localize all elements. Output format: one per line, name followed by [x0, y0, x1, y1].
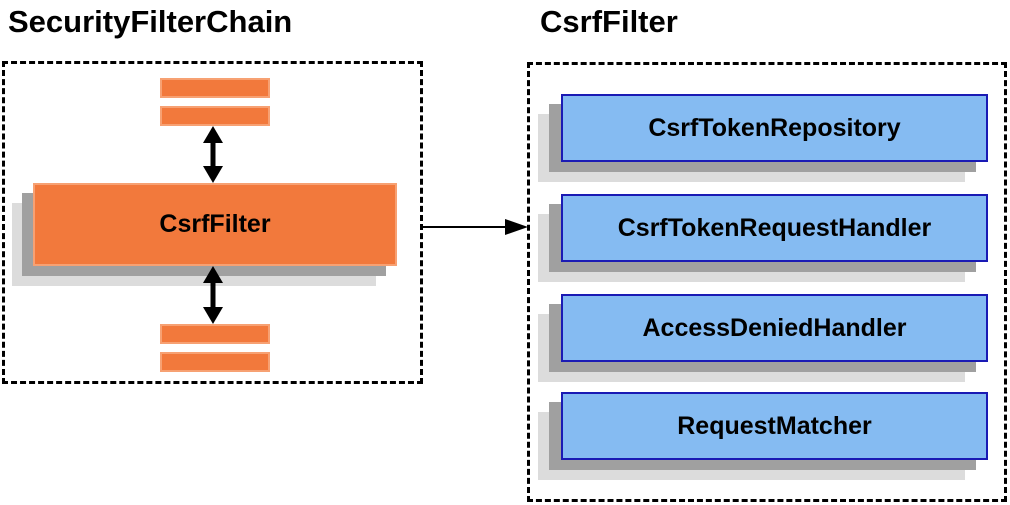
security-filter-chain-title: SecurityFilterChain — [8, 4, 293, 39]
filter-placeholder-bar — [160, 324, 270, 344]
filter-placeholder-bar — [160, 106, 270, 126]
csrf-filter-node-label: CsrfFilter — [159, 210, 271, 238]
component-label: CsrfTokenRequestHandler — [617, 213, 932, 242]
filter-placeholder-bar — [160, 352, 270, 372]
csrf-filter-node: CsrfFilter — [33, 183, 397, 266]
flow-arrow-icon — [423, 219, 528, 235]
component-box-access-denied-handler: AccessDeniedHandler — [561, 294, 988, 362]
double-arrow-icon — [203, 126, 223, 183]
component-label: RequestMatcher — [677, 411, 872, 440]
component-label: AccessDeniedHandler — [642, 313, 907, 342]
component-box-csrf-token-request-handler: CsrfTokenRequestHandler — [561, 194, 988, 262]
csrf-filter-container: CsrfTokenRepository CsrfTokenRequestHand… — [527, 62, 1007, 502]
filter-placeholder-bar — [160, 78, 270, 98]
component-label: CsrfTokenRepository — [648, 113, 901, 142]
csrf-filter-title: CsrfFilter — [540, 4, 678, 39]
double-arrow-icon — [203, 266, 223, 324]
component-box-request-matcher: RequestMatcher — [561, 392, 988, 460]
security-filter-chain-container: CsrfFilter — [2, 61, 423, 384]
component-box-csrf-token-repository: CsrfTokenRepository — [561, 94, 988, 162]
